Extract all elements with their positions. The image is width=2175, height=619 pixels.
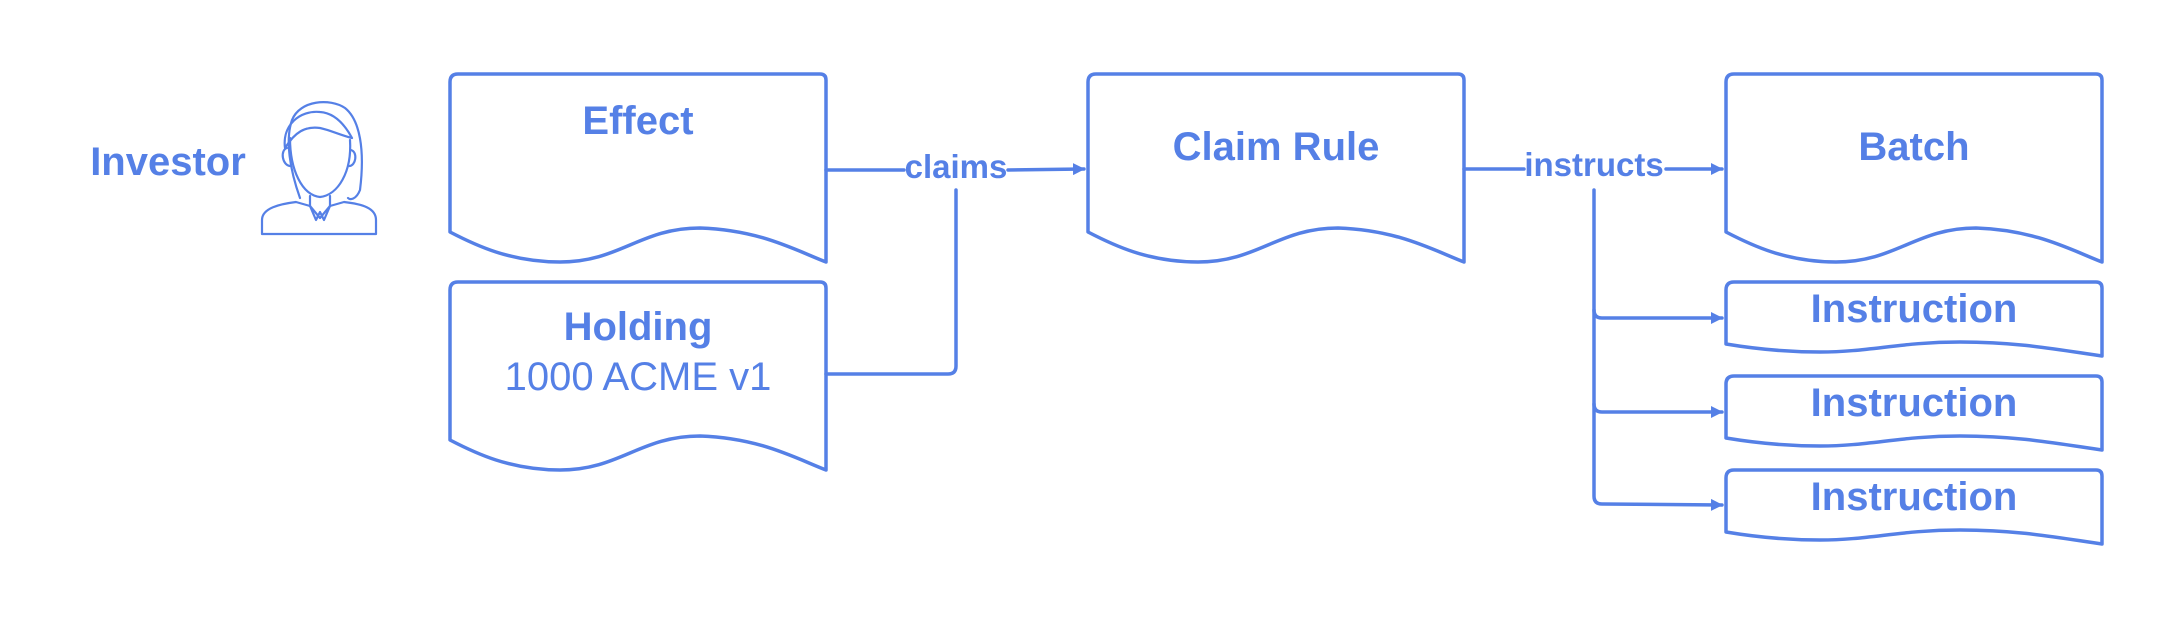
instructs-trunk-connector <box>1592 188 1724 511</box>
instruction-document-1 <box>1724 280 2104 358</box>
batch-title: Batch <box>1858 125 1969 169</box>
claim-rule-title: Claim Rule <box>1173 125 1380 169</box>
instruction-document-3 <box>1724 468 2104 546</box>
instruction-document-2 <box>1724 374 2104 452</box>
instruction-title-2: Instruction <box>1811 381 2018 425</box>
instructs-to-instruction-1-arrow <box>1592 308 1724 324</box>
holding-to-claims-connector <box>824 188 958 376</box>
effect-title: Effect <box>582 99 693 143</box>
batch-document <box>1724 72 2104 264</box>
person-icon <box>260 101 378 236</box>
claims-edge-label: claims <box>905 148 1008 185</box>
investor-label: Investor <box>90 140 246 184</box>
instruction-title-3: Instruction <box>1811 475 2018 519</box>
instructs-edge-label: instructs <box>1524 146 1663 183</box>
claim-rule-document <box>1086 72 1466 264</box>
claims-to-claim-rule-arrow <box>1006 163 1086 176</box>
holding-document <box>448 280 828 472</box>
holding-subtitle: 1000 ACME v1 <box>505 355 772 399</box>
effect-document <box>448 72 828 264</box>
holding-title: Holding <box>564 305 713 349</box>
instructs-to-instruction-2-arrow <box>1592 402 1724 418</box>
instruction-title-1: Instruction <box>1811 287 2018 331</box>
